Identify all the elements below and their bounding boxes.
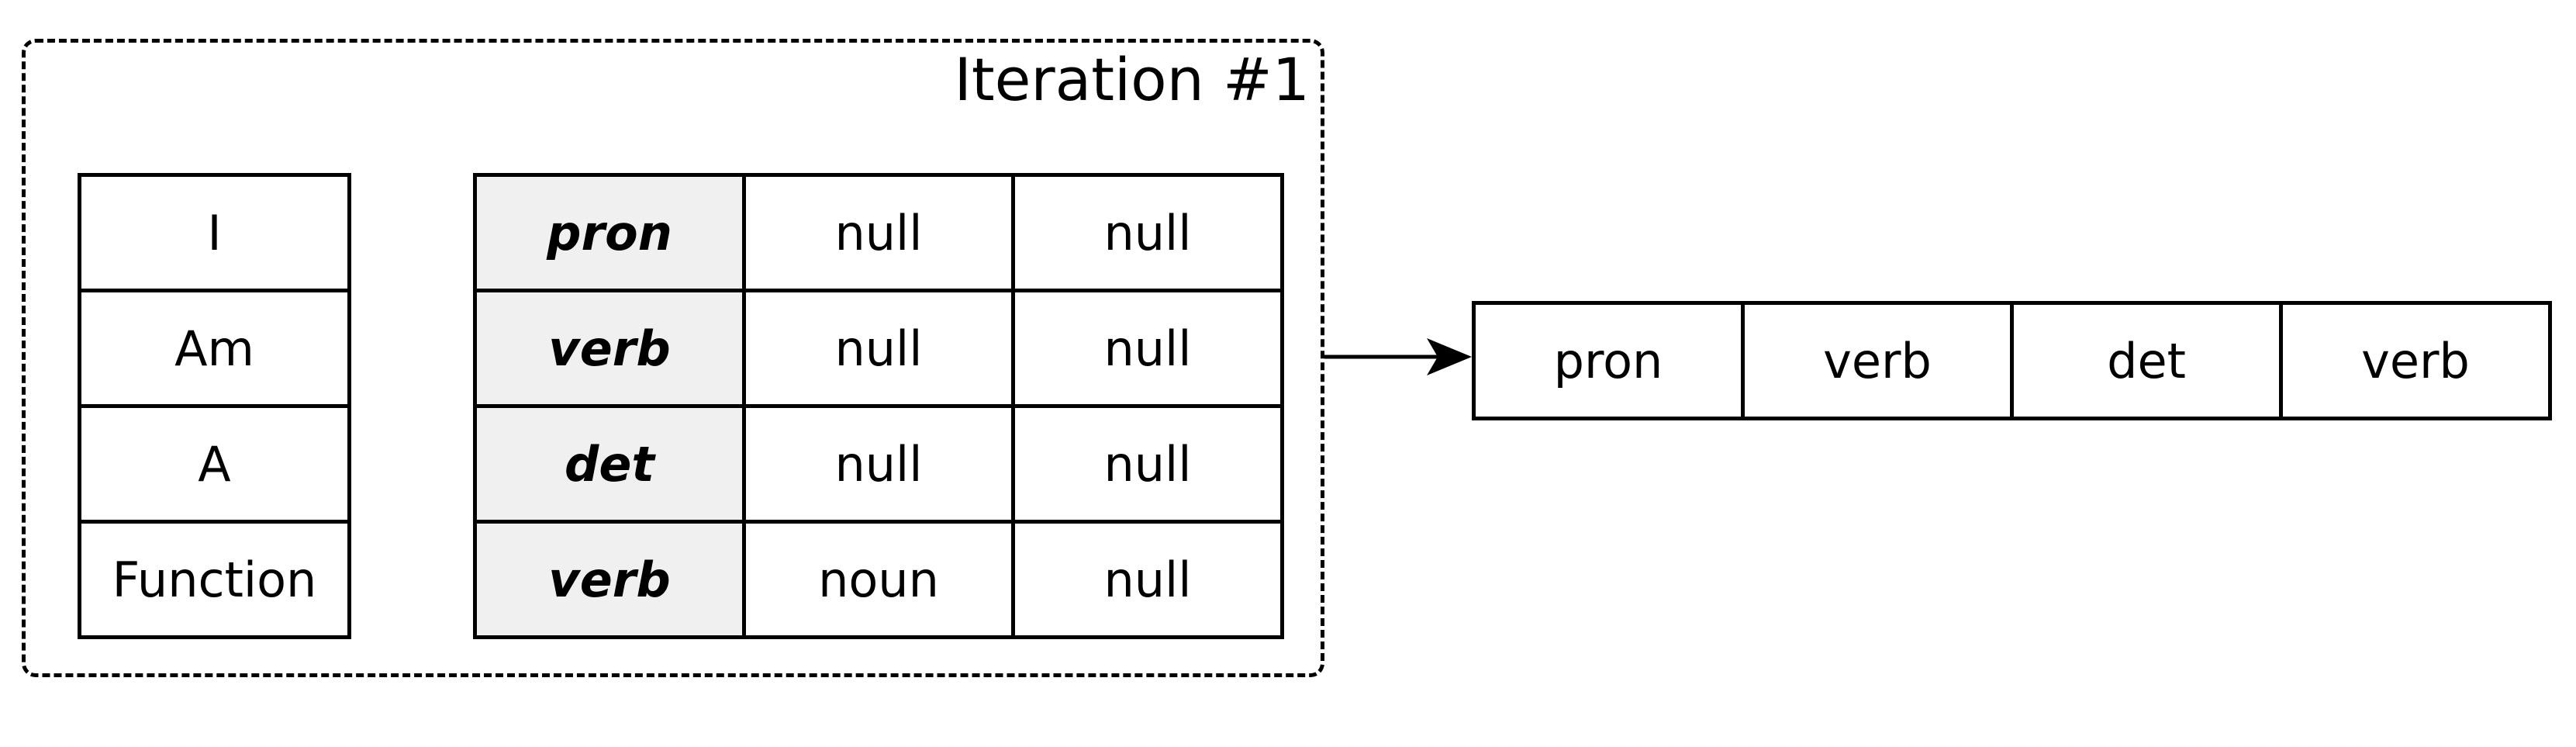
word-row: I <box>78 173 351 292</box>
candidate-cell: null <box>742 289 1015 408</box>
tag-cell: verb <box>473 289 746 408</box>
output-cell: verb <box>1741 301 2014 420</box>
word-row: Am <box>78 289 351 408</box>
tag-cell: det <box>473 404 746 524</box>
candidate-cell: null <box>1011 520 1284 639</box>
arrow-right-icon <box>1324 338 1472 375</box>
word-cell: I <box>78 173 351 292</box>
tag-candidates-table: pron null null verb null null det null n… <box>473 173 1284 639</box>
candidate-cell: null <box>1011 289 1284 408</box>
word-row: A <box>78 404 351 524</box>
candidate-cell: null <box>742 173 1015 292</box>
candidate-cell: null <box>742 404 1015 524</box>
tag-cell: pron <box>473 173 746 292</box>
word-cell: Function <box>78 520 351 639</box>
output-row: pron verb det verb <box>1472 301 2552 420</box>
iteration-box: Iteration #1 <box>22 39 1324 677</box>
tag-row: det null null <box>473 404 1284 524</box>
tag-row: verb null null <box>473 289 1284 408</box>
candidate-cell: noun <box>742 520 1015 639</box>
candidate-cell: null <box>1011 173 1284 292</box>
words-table: I Am A Function <box>78 173 351 639</box>
output-cell: verb <box>2279 301 2552 420</box>
word-row: Function <box>78 520 351 639</box>
word-cell: A <box>78 404 351 524</box>
output-sequence-table: pron verb det verb <box>1472 301 2552 420</box>
tag-row: verb noun null <box>473 520 1284 639</box>
tag-row: pron null null <box>473 173 1284 292</box>
output-cell: pron <box>1472 301 1745 420</box>
candidate-cell: null <box>1011 404 1284 524</box>
iteration-title: Iteration #1 <box>954 45 1310 114</box>
word-cell: Am <box>78 289 351 408</box>
tag-cell: verb <box>473 520 746 639</box>
output-cell: det <box>2010 301 2283 420</box>
